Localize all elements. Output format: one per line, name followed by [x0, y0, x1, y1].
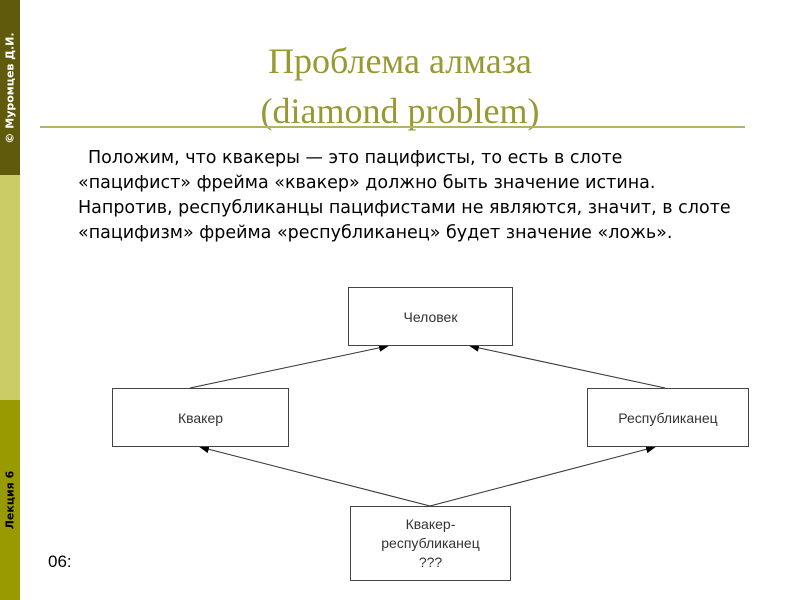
arrow-bottom-quaker	[199, 445, 431, 507]
sidebar-middle	[0, 175, 20, 400]
arrow-republican-human	[469, 343, 666, 389]
title-underline	[40, 126, 745, 128]
arrow-quaker-human	[189, 343, 389, 389]
node-line: ???	[418, 554, 443, 570]
sidebar-bottom	[0, 400, 20, 600]
node-republican: Республиканец	[587, 388, 749, 447]
arrow-bottom-republican	[429, 445, 656, 507]
body-paragraph: Положим, что квакеры — это пацифисты, то…	[78, 148, 731, 243]
footer-time: 06:	[48, 552, 72, 571]
node-quaker-republican: Квакер-республиканец???	[350, 506, 511, 581]
node-line: республиканец	[381, 535, 480, 551]
node-quaker: Квакер	[112, 388, 289, 447]
title-line-1: Проблема алмаза	[268, 41, 532, 81]
page-title: Проблема алмаза (diamond problem)	[0, 36, 800, 136]
node-human: Человек	[348, 287, 513, 346]
node-line: Квакер-	[405, 516, 456, 532]
sidebar-top	[0, 0, 20, 175]
title-line-2: (diamond problem)	[260, 91, 540, 131]
body-text: Положим, что квакеры — это пацифисты, то…	[78, 146, 738, 246]
